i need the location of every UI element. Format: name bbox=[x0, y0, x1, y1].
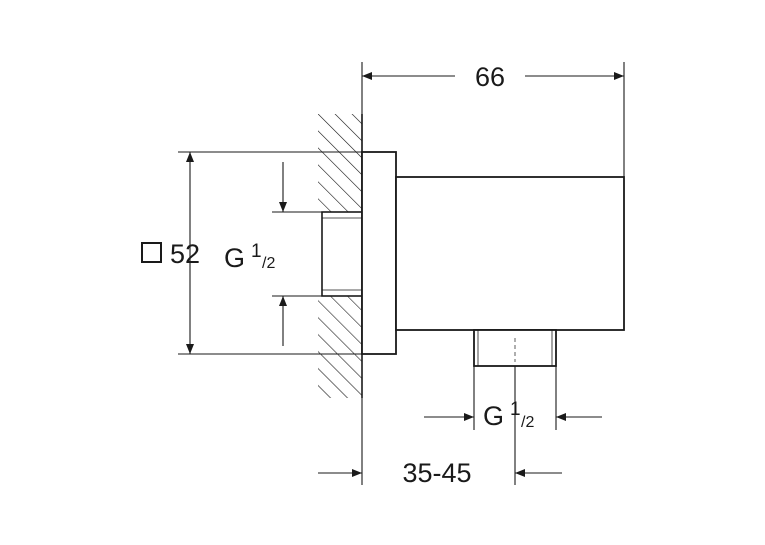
svg-text:G: G bbox=[483, 401, 504, 431]
dimension-width bbox=[361, 62, 625, 177]
width-label: 66 bbox=[475, 62, 505, 92]
thread-label-left: G 1 /2 bbox=[224, 241, 275, 273]
svg-text:1: 1 bbox=[251, 241, 262, 262]
svg-text:/2: /2 bbox=[521, 414, 534, 431]
dimension-depth bbox=[318, 366, 562, 485]
dimension-square bbox=[178, 151, 362, 355]
dimension-thread-left bbox=[272, 162, 322, 346]
main-body bbox=[395, 176, 625, 331]
wall-inlet-thread bbox=[321, 211, 363, 297]
dimension-thread-bottom bbox=[424, 366, 602, 430]
svg-text:1: 1 bbox=[510, 399, 521, 420]
square-label: 52 bbox=[170, 239, 200, 269]
square-symbol-icon bbox=[141, 242, 162, 263]
flange-plate bbox=[361, 151, 397, 355]
thread-label-bottom: G 1 /2 bbox=[483, 399, 534, 431]
outlet-thread bbox=[473, 329, 557, 367]
svg-text:G: G bbox=[224, 243, 245, 273]
depth-label: 35-45 bbox=[402, 458, 471, 488]
svg-text:/2: /2 bbox=[262, 255, 275, 272]
